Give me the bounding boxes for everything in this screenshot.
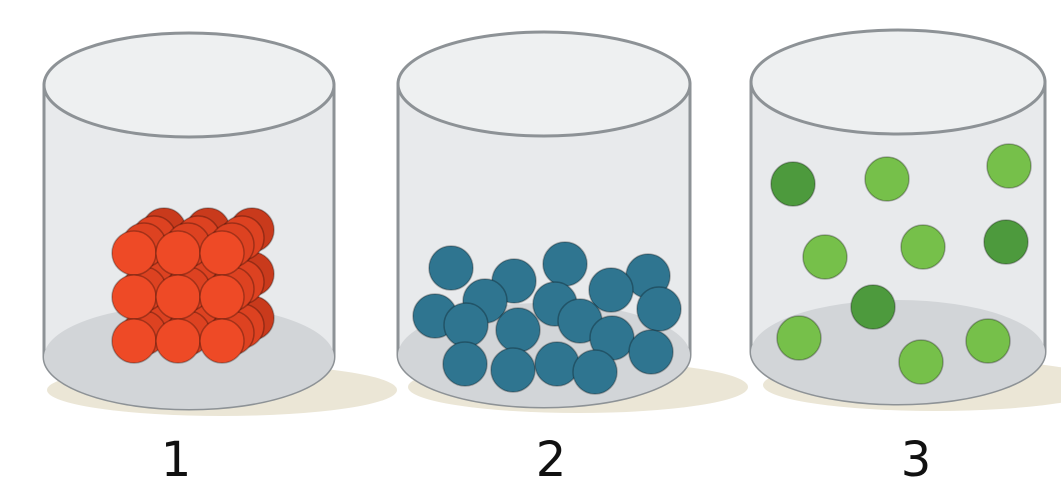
gas-particle [898, 339, 944, 385]
gas-particle [986, 143, 1032, 189]
solid-particle [155, 318, 201, 364]
gas-particle [900, 224, 946, 270]
liquid-particle [534, 341, 580, 387]
glass-rim [749, 28, 1047, 136]
solid-particle [155, 230, 201, 276]
solid-particle [111, 230, 157, 276]
liquid-particle [495, 307, 541, 353]
liquid-particle [572, 349, 618, 395]
liquid-particle [442, 341, 488, 387]
solid-particle [111, 274, 157, 320]
liquid-particle [636, 286, 682, 332]
solid-particle [199, 274, 245, 320]
gas-particle [864, 156, 910, 202]
gas-particle [965, 318, 1011, 364]
liquid-particle [628, 329, 674, 375]
solid-particle [155, 274, 201, 320]
container-label-2: 2 [535, 432, 567, 488]
gas-particle [983, 219, 1029, 265]
container-1 [42, 31, 397, 416]
container-label-1: 1 [160, 432, 192, 488]
liquid-particle [588, 267, 634, 313]
liquid-particle [428, 245, 474, 291]
liquid-particle [542, 241, 588, 287]
gas-particle [850, 284, 896, 330]
gas-particle [802, 234, 848, 280]
solid-particle [199, 230, 245, 276]
particles-gas [770, 143, 1032, 385]
glass-rim [396, 30, 692, 138]
particles-solid [111, 207, 275, 364]
glass-bottom [751, 300, 1045, 404]
particles-liquid [412, 241, 682, 395]
container-2 [396, 30, 748, 413]
solid-particle [199, 318, 245, 364]
liquid-particle [490, 347, 536, 393]
gas-particle [776, 315, 822, 361]
gas-particle [770, 161, 816, 207]
container-label-3: 3 [900, 432, 932, 488]
liquid-particle [443, 302, 489, 348]
container-3 [749, 28, 1061, 411]
solid-particle [111, 318, 157, 364]
glass-rim [42, 31, 336, 139]
